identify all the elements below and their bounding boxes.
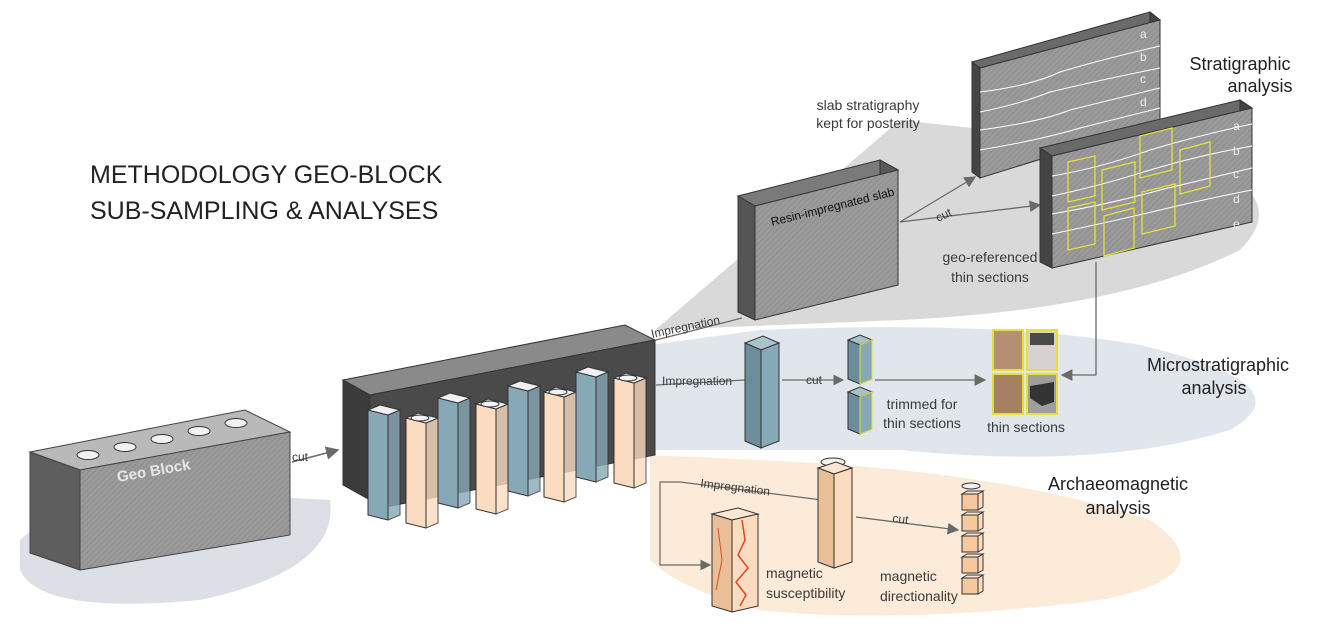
micro-heading-line-2: analysis: [1181, 378, 1246, 398]
directionality-cubes: [960, 482, 985, 595]
georef-label-line-2: thin sections: [951, 269, 1029, 285]
prism-front: [367, 409, 389, 521]
layer-b-bottom: b: [1233, 144, 1240, 158]
strat-heading-line-1: Stratigraphic: [1189, 54, 1290, 74]
trimmed-label-line-1: trimmed for: [887, 396, 958, 412]
specimen-cube: [961, 535, 979, 553]
thin-sections-label: thin sections: [987, 419, 1065, 435]
trimmed-prisms: [846, 334, 874, 435]
archaeo-branch-arrow: [659, 481, 712, 571]
specimen-cube-top: [960, 553, 985, 558]
core-cap-icon: [480, 400, 500, 408]
micro-heading-line-1: Microstratigraphic: [1147, 355, 1289, 375]
resin-slab: Resin-impregnated slab: [736, 159, 900, 321]
layer-d-bottom: d: [1233, 192, 1240, 206]
georef-label-line-1: geo-referenced: [943, 249, 1038, 265]
layer-e-bottom: e: [1233, 217, 1240, 231]
archaeo-heading-line-1: Archaeomagnetic: [1048, 474, 1188, 494]
micro-shadow: [650, 327, 1256, 457]
susceptibility-prism: [710, 507, 760, 613]
specimen-cube: [961, 556, 979, 574]
specimen-cube-top: [960, 511, 985, 516]
micro-prism: [743, 335, 781, 449]
prism-side: [457, 397, 471, 509]
core-cap-icon: [410, 414, 430, 422]
cube-cap-icon: [961, 482, 981, 490]
cut-arrow-main: [291, 446, 340, 463]
core-cap-icon: [618, 374, 638, 382]
prism-side: [633, 377, 647, 489]
layer-c-top: c: [1140, 72, 1146, 86]
susc-label-line-2: susceptibility: [766, 585, 845, 601]
specimen-cube-top: [960, 532, 985, 537]
core-cap-icon: [548, 388, 568, 396]
prism-front: [543, 391, 565, 503]
prism-front: [575, 371, 597, 483]
cut-label-slab: cut: [933, 205, 954, 225]
layer-a-bottom: a: [1233, 119, 1240, 133]
impregnation-arrow-micro: [655, 379, 746, 386]
prism-front: [405, 417, 427, 529]
title-line-1: METHODOLOGY GEO-BLOCK: [90, 161, 443, 189]
cut-label-micro: cut: [806, 373, 823, 387]
susceptibility-curve: [735, 519, 749, 607]
dir-label-line-2: directionality: [880, 588, 958, 604]
prism-side: [495, 403, 509, 515]
cut-block: [341, 324, 657, 529]
cut-arrow-slab-bottom: [899, 200, 1042, 223]
thin-section-images: [992, 329, 1058, 415]
prism-front: [475, 403, 497, 515]
kept-label-line-2: kept for posterity: [816, 115, 920, 131]
prism-top: [506, 380, 542, 392]
cut-arrow-slab-top: [899, 176, 977, 223]
prism-front: [613, 377, 635, 489]
impregnation-arrow-archaeo: [679, 481, 823, 501]
strat-heading-line-2: analysis: [1227, 76, 1292, 96]
georeferenced-slab: a b c d e: [1038, 99, 1254, 269]
prism-front: [507, 385, 529, 497]
core-sample-icons: [76, 418, 248, 460]
cut-arrow-archaeo: [855, 516, 960, 535]
prism-side: [527, 385, 541, 497]
prism-top: [436, 392, 472, 404]
title-line-2: SUB-SAMPLING & ANALYSES: [90, 197, 438, 225]
layer-d-top: d: [1140, 95, 1147, 109]
specimen-cube: [961, 514, 979, 532]
prism-side: [595, 371, 609, 483]
impregnation-label-micro: Impregnation: [662, 374, 732, 388]
trimmed-label-line-2: thin sections: [883, 415, 961, 431]
geo-block: Geo Block: [28, 409, 292, 571]
layer-b-top: b: [1140, 50, 1147, 64]
thin-section-frames: [1067, 127, 1211, 257]
dir-label-line-1: magnetic: [880, 568, 937, 584]
cut-label-archaeo: cut: [892, 511, 910, 527]
archaeo-heading-line-2: analysis: [1085, 498, 1150, 518]
directionality-prism: [816, 457, 854, 569]
specimen-cube-top: [960, 574, 985, 579]
prism-front: [437, 397, 459, 509]
kept-label-line-1: slab stratigraphy: [817, 97, 920, 113]
specimen-cube: [961, 493, 979, 511]
layer-c-bottom: c: [1233, 167, 1239, 181]
prism-side: [425, 417, 439, 529]
sample-prisms: [366, 366, 648, 529]
prism-side: [563, 391, 577, 503]
specimen-cube: [961, 577, 979, 595]
impregnation-arrow-slab: [655, 317, 743, 341]
specimen-cube-top: [960, 490, 985, 495]
cut-label-main: cut: [292, 450, 309, 464]
layer-a-top: a: [1140, 27, 1147, 41]
prism-top: [366, 404, 402, 416]
susc-label-line-1: magnetic: [766, 565, 823, 581]
georef-connector-arrow: [1060, 262, 1097, 381]
prism-top: [574, 366, 610, 378]
prism-side: [387, 409, 401, 521]
